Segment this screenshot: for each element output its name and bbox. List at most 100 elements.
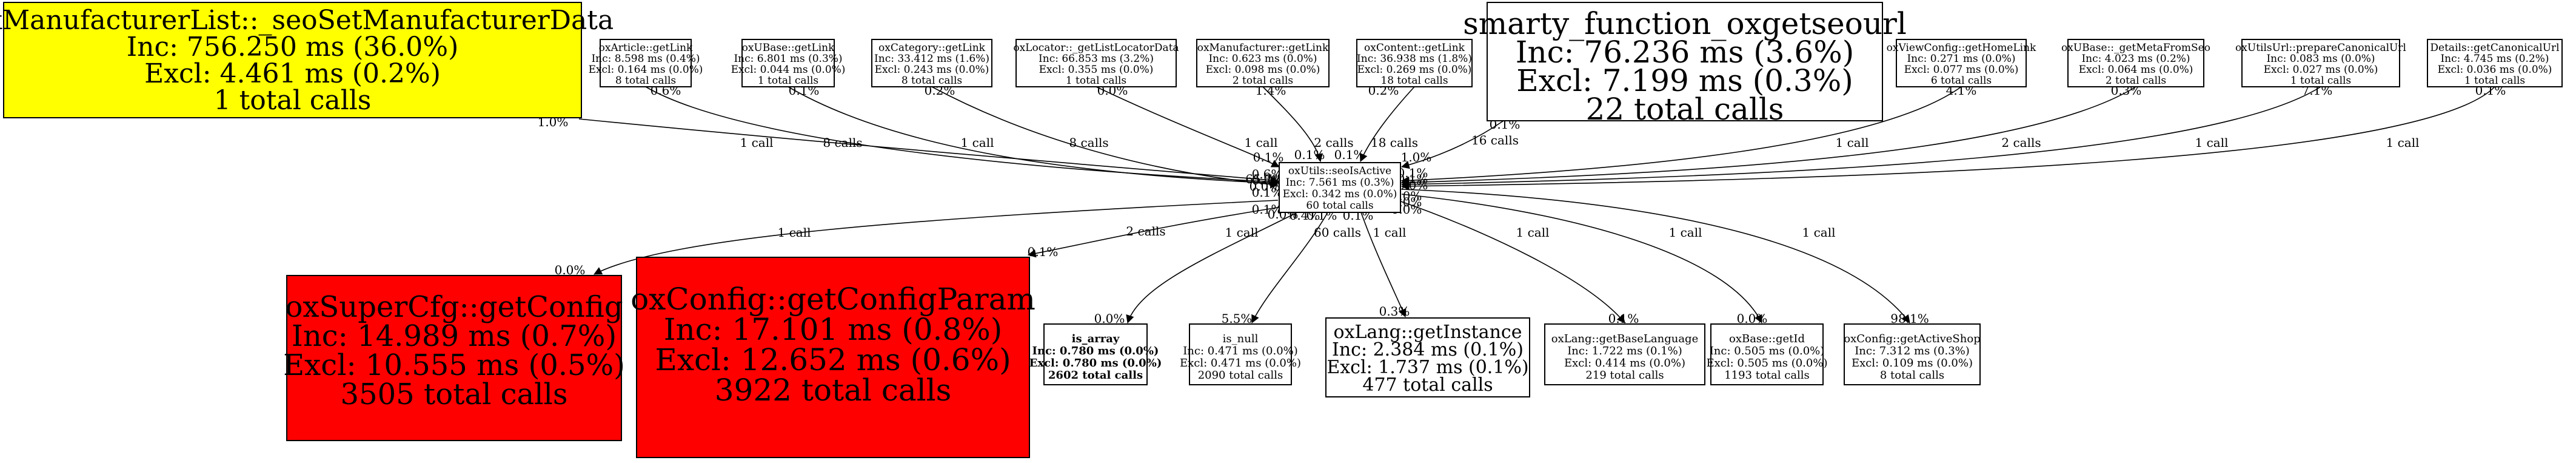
node-exclusive-time: Excl: 0.243 ms (0.0%) [875, 64, 989, 76]
arrowhead-icon [594, 267, 603, 275]
node-function-name: oxUtils::seoIsActive [1288, 165, 1391, 177]
node-box [1279, 162, 1401, 213]
edge-line [1251, 212, 1328, 323]
edge-call-count: 2 calls [1314, 135, 1353, 150]
node-total-calls: 6 total calls [1931, 75, 1992, 87]
node-exclusive-time: Excl: 4.461 ms (0.2%) [144, 58, 441, 89]
node-inclusive-time: Inc: 756.250 ms (36.0%) [127, 32, 459, 63]
node-total-calls: 8 total calls [1880, 369, 1944, 382]
node-total-calls: 219 total calls [1585, 369, 1664, 382]
arrowhead-icon [1398, 308, 1407, 318]
edge-line [931, 86, 1279, 186]
node-total-calls: 1 total calls [214, 85, 372, 116]
edge-line [1401, 86, 2321, 185]
node-inclusive-time: Inc: 7.312 ms (0.3%) [1855, 345, 1970, 357]
node-total-calls: 1 total calls [2464, 75, 2525, 87]
node-exclusive-time: Excl: 0.355 ms (0.0%) [1039, 64, 1154, 76]
node-exclusive-time: Excl: 7.199 ms (0.3%) [1516, 63, 1853, 98]
node-inclusive-time: Inc: 17.101 ms (0.8%) [664, 312, 1003, 347]
arrowhead-icon [1270, 180, 1279, 189]
node-inclusive-time: Inc: 4.745 ms (0.2%) [2440, 53, 2549, 65]
edge-line [1397, 200, 1625, 323]
node-exclusive-time: Excl: 0.471 ms (0.0%) [1180, 357, 1301, 370]
node-inclusive-time: Inc: 0.780 ms (0.0%) [1032, 345, 1159, 357]
edge-call-count: 1 call [1225, 225, 1259, 240]
node-function-name: oxLocator::_getListLocatorData [1013, 42, 1179, 54]
node-exclusive-time: Excl: 0.098 ms (0.0%) [1206, 64, 1320, 76]
arrowhead-icon [1755, 314, 1762, 323]
node-function-name: is_array [1072, 333, 1120, 345]
arrowhead-icon [1902, 314, 1910, 323]
edge-call-count: 2 calls [1126, 224, 1165, 238]
edge-line [788, 86, 1279, 184]
arrowhead-icon [1314, 153, 1323, 163]
edge-call-count: 1 call [961, 135, 994, 150]
edge-target-percent: 0.3% [1379, 304, 1410, 319]
node-function-name: smarty_function_oxgetseourl [1463, 6, 1907, 41]
node-exclusive-time: Excl: 0.164 ms (0.0%) [589, 64, 703, 76]
node-function-name: oxLang::getBaseLanguage [1551, 333, 1698, 345]
edge-line [1401, 189, 1910, 323]
node-inclusive-time: Inc: 0.471 ms (0.0%) [1183, 345, 1298, 357]
arrowhead-icon [1126, 314, 1134, 324]
node-function-name: oxConfig::getConfigParam [631, 282, 1035, 317]
node-box [286, 275, 622, 441]
arrowhead-icon [1359, 152, 1368, 163]
node-exclusive-time: Excl: 0.027 ms (0.0%) [2264, 64, 2378, 76]
node-box [1544, 323, 1705, 385]
node-inclusive-time: Inc: 0.083 ms (0.0%) [2266, 53, 2375, 65]
node-box [1844, 323, 1981, 385]
node-inclusive-time: Inc: 8.598 ms (0.4%) [591, 53, 700, 65]
node-total-calls: 8 total calls [615, 75, 676, 87]
node-total-calls: 3505 total calls [341, 377, 568, 411]
edge-line [1262, 86, 1321, 162]
node-function-name: Details::getCanonicalUrl [2430, 42, 2559, 54]
node-inclusive-time: Inc: 36.938 ms (1.8%) [1357, 53, 1472, 65]
node-inclusive-time: Inc: 1.722 ms (0.1%) [1567, 345, 1682, 357]
node-inclusive-time: Inc: 4.023 ms (0.2%) [2081, 53, 2190, 65]
edge-call-count: 1 call [740, 135, 774, 150]
edge-call-count: 60 calls [1314, 225, 1361, 240]
node-inclusive-time: Inc: 76.236 ms (3.6%) [1516, 35, 1855, 70]
node-manufacturer-list[interactable]: oxManufacturerList::_seoSetManufacturerD… [0, 2, 614, 118]
node-total-calls: 2602 total calls [1048, 369, 1143, 382]
node-total-calls: 60 total calls [1306, 200, 1373, 212]
node-total-calls: 1193 total calls [1724, 369, 1810, 382]
node-exclusive-time: Excl: 0.780 ms (0.0%) [1029, 357, 1162, 370]
node-function-name: oxManufacturerList::_seoSetManufacturerD… [0, 5, 614, 36]
node-inclusive-time: Inc: 2.384 ms (0.1%) [1332, 339, 1524, 360]
node-inclusive-time: Inc: 0.623 ms (0.0%) [1208, 53, 1317, 65]
edge-target-percent: 0.1% [1252, 185, 1283, 200]
edge-call-count: 16 calls [1471, 133, 1519, 147]
edge-call-count: 1 call [1245, 135, 1278, 150]
node-box [2427, 39, 2563, 87]
node-box [1896, 39, 2027, 87]
edge-line [1401, 194, 1762, 323]
